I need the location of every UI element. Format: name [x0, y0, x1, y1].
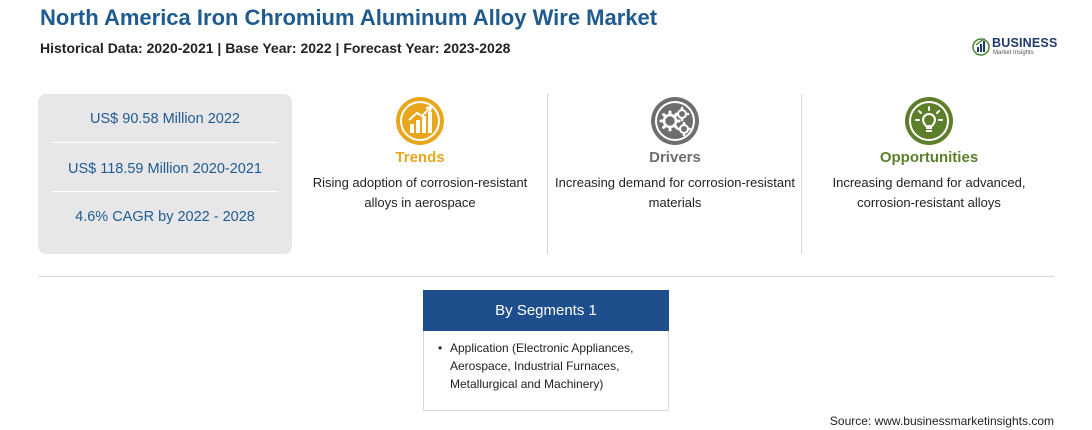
column-divider — [801, 94, 802, 254]
segments-box — [423, 290, 669, 411]
column-divider — [547, 94, 548, 254]
trends-label: Trends — [395, 149, 445, 166]
logo-tagline: Market Insights — [993, 50, 1034, 56]
source-note: Source: www.businessmarketinsights.com — [829, 414, 1054, 428]
gears-icon — [651, 97, 699, 145]
segment-item-text: Application (Electronic Appliances, Aero… — [450, 341, 634, 391]
segments-heading: By Segments 1 — [423, 290, 669, 331]
page-subtitle: Historical Data: 2020-2021 | Base Year: … — [40, 40, 511, 56]
drivers-label: Drivers — [649, 149, 701, 166]
opportunities-label: Opportunities — [879, 149, 979, 166]
stat-divider — [52, 191, 278, 192]
page-title: North America Iron Chromium Aluminum All… — [40, 5, 658, 30]
segments-list: • Application (Electronic Appliances, Aer… — [438, 339, 660, 393]
section-divider — [38, 276, 1054, 277]
logo-wordmark: BUSINESS — [992, 36, 1058, 50]
trends-text: Rising adoption of corrosion-resistant a… — [312, 175, 528, 210]
stat-market-value-2022: US$ 90.58 Million 2022 — [90, 111, 240, 127]
segment-item: • Application (Electronic Appliances, Aer… — [438, 339, 660, 393]
opportunities-text: Increasing demand for advanced, corrosio… — [832, 175, 1026, 210]
trends-card: Trends Rising adoption of corrosion-resi… — [295, 95, 545, 213]
opportunities-card: Opportunities Increasing demand for adva… — [804, 95, 1054, 213]
bullet-icon: • — [438, 341, 443, 355]
growth-chart-icon — [396, 97, 444, 145]
drivers-card: Drivers Increasing demand for corrosion-… — [550, 95, 800, 213]
business-market-insights-logo: BUSINESS Market Insights — [972, 35, 1062, 59]
stat-cagr: 4.6% CAGR by 2022 - 2028 — [75, 209, 255, 225]
lightbulb-icon — [905, 97, 953, 145]
key-stats-panel: US$ 90.58 Million 2022 US$ 118.59 Millio… — [38, 94, 292, 254]
stat-divider — [52, 142, 278, 143]
stat-market-value-historical: US$ 118.59 Million 2020-2021 — [67, 161, 262, 177]
drivers-text: Increasing demand for corrosion-resistan… — [555, 175, 795, 210]
logo-globe-icon — [972, 38, 990, 56]
